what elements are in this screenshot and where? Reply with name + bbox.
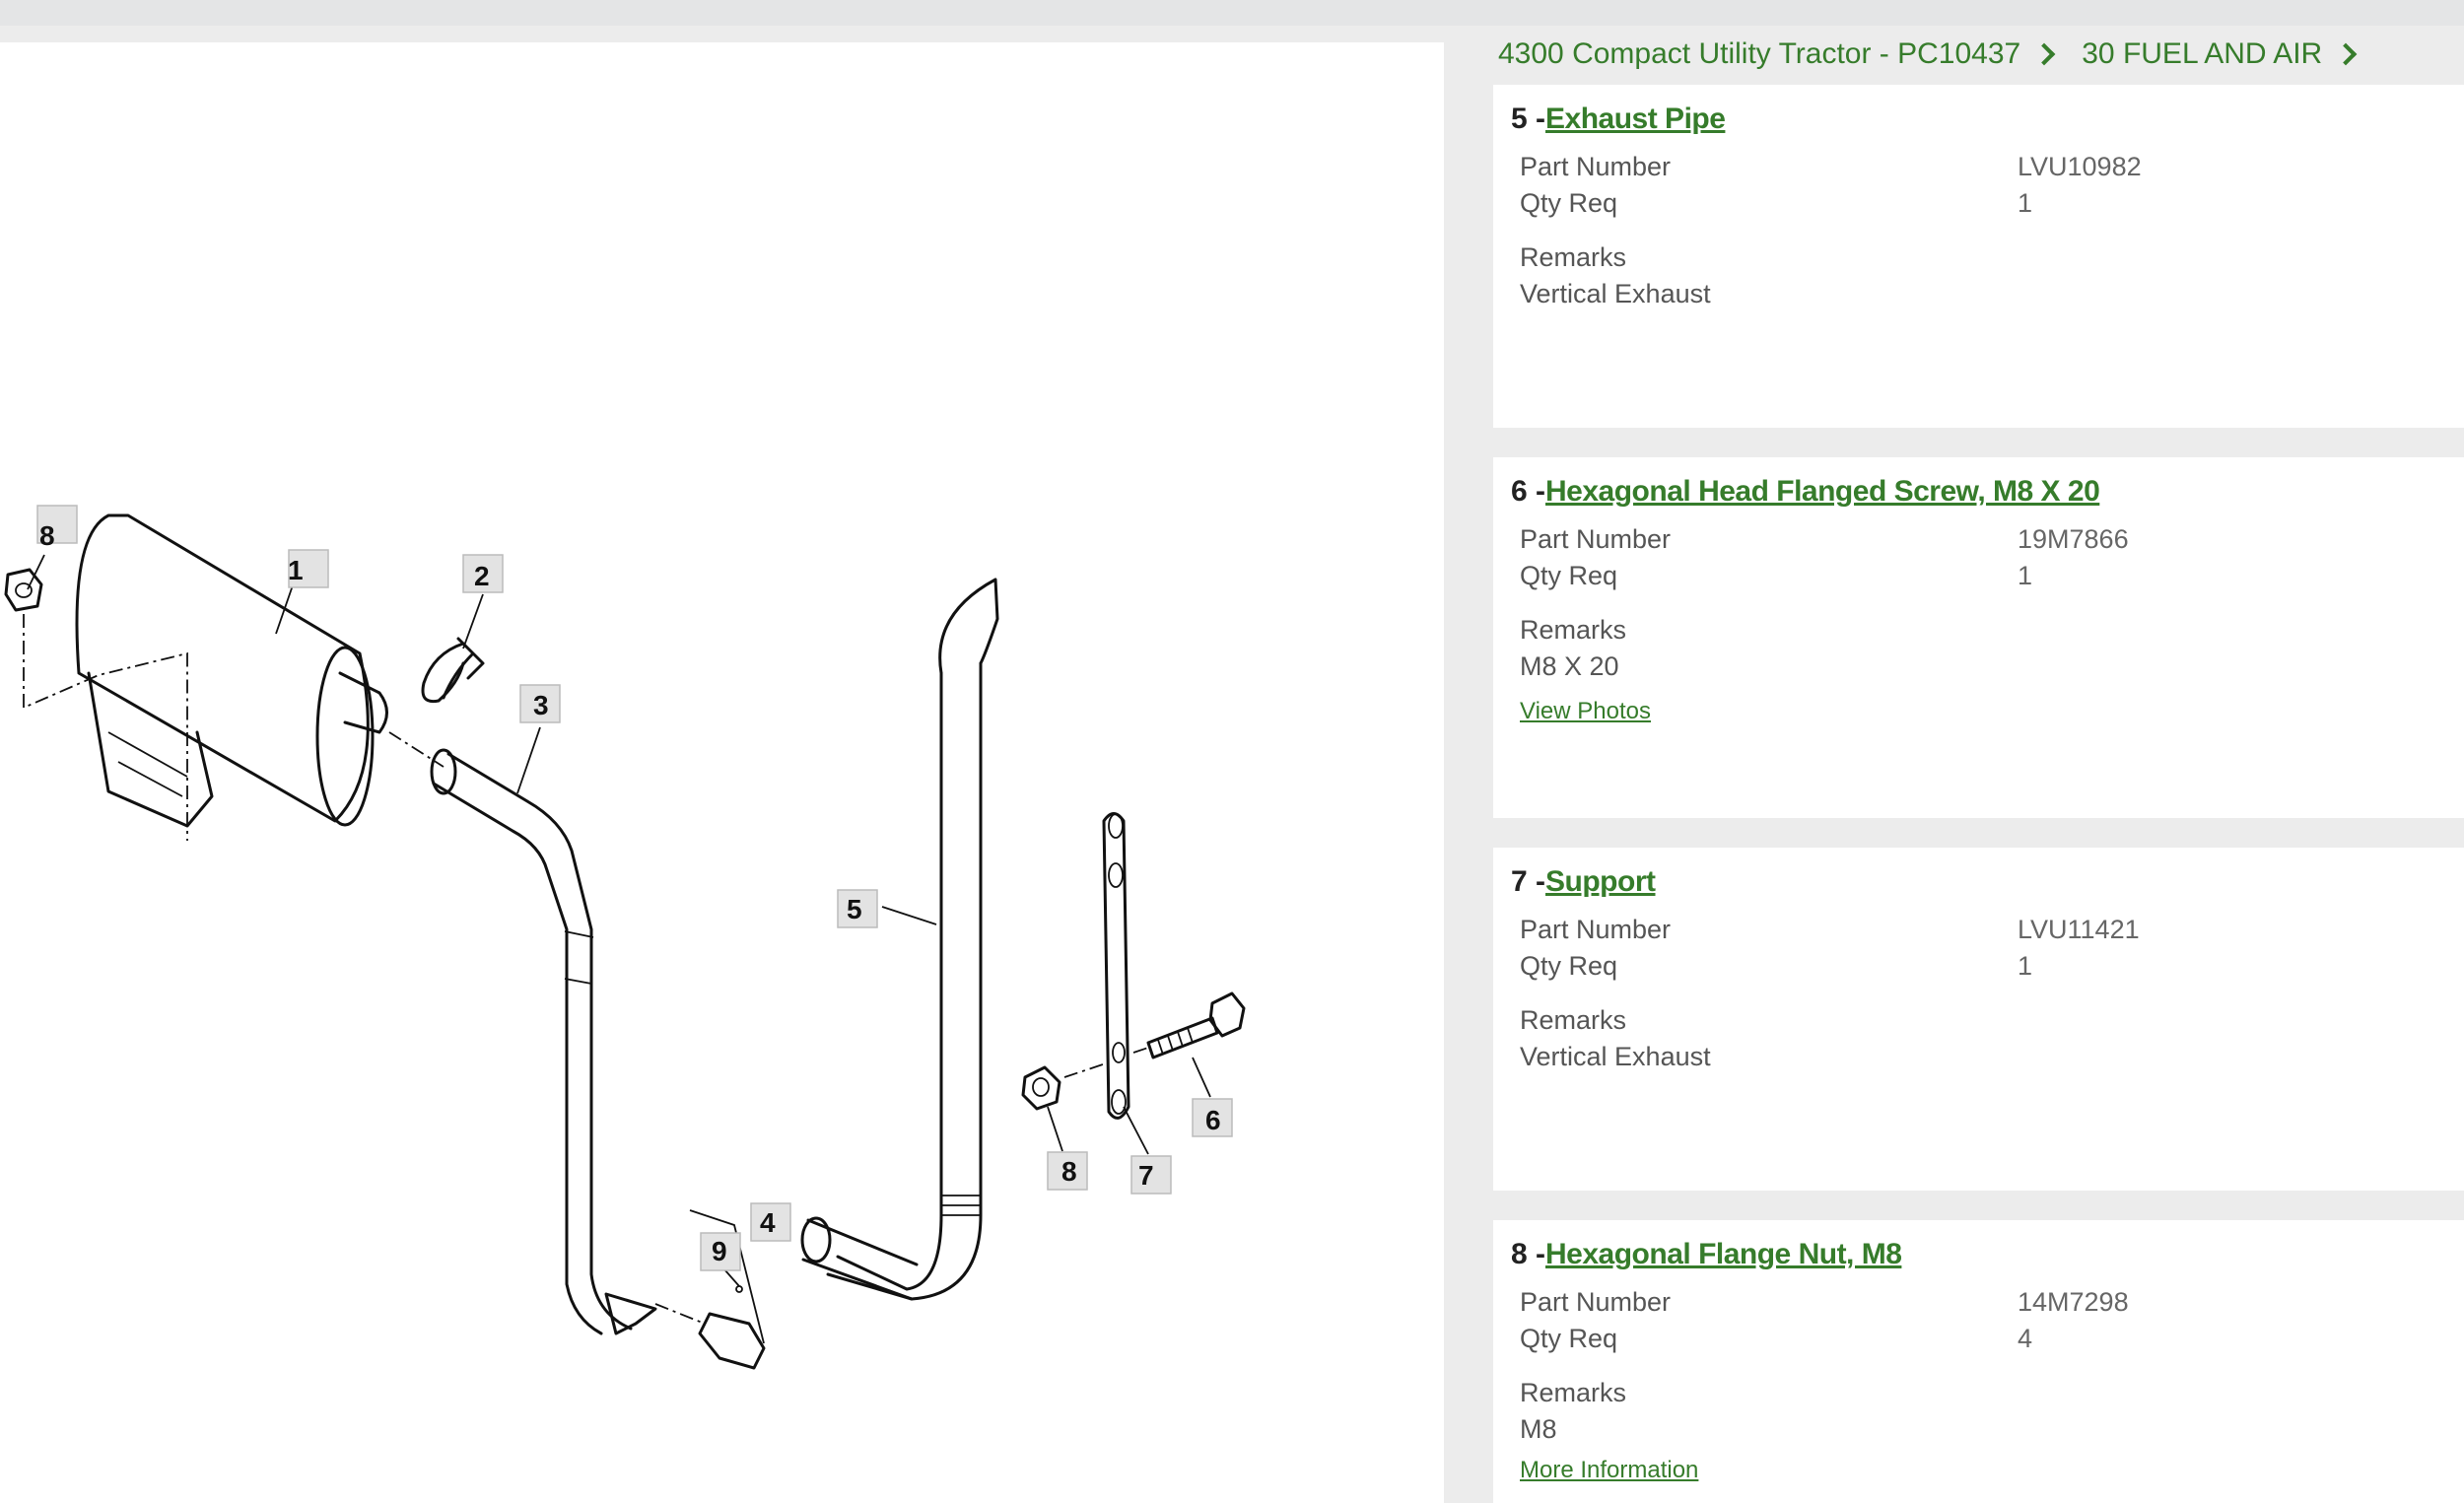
leader-lines (27, 554, 1211, 1287)
svg-text:1: 1 (288, 555, 304, 585)
remarks-value: M8 (1520, 1414, 1557, 1444)
part-number-value: LVU10982 (2018, 152, 2142, 181)
svg-text:8: 8 (39, 520, 55, 551)
part-number-value: 19M7866 (2018, 524, 2129, 554)
callout-3[interactable]: 3 (519, 684, 561, 723)
pipe-3-drawing (388, 731, 657, 1335)
view-photos-link[interactable]: View Photos (1520, 698, 1651, 724)
svg-text:3: 3 (533, 690, 549, 720)
part-title: 7 -Support (1511, 865, 1656, 899)
remarks-label: Remarks (1520, 615, 1627, 645)
top-bar (0, 0, 2464, 26)
part-name-link[interactable]: Exhaust Pipe (1545, 102, 1726, 135)
part-card-8: 8 -Hexagonal Flange Nut, M8 Part Number … (1493, 1220, 2464, 1503)
screw-drawing (1132, 991, 1246, 1059)
callout-2[interactable]: 2 (462, 554, 504, 593)
svg-text:4: 4 (760, 1207, 776, 1238)
remarks-label: Remarks (1520, 1005, 1627, 1035)
part-card-5: 5 -Exhaust Pipe Part Number LVU10982 Qty… (1493, 85, 2464, 428)
part-title: 5 -Exhaust Pipe (1511, 102, 1726, 136)
qty-label: Qty Req (1520, 951, 1618, 981)
nut-drawing-right (1021, 1065, 1061, 1111)
remarks-label: Remarks (1520, 1378, 1627, 1407)
part-card-6: 6 -Hexagonal Head Flanged Screw, M8 X 20… (1493, 457, 2464, 818)
qty-label: Qty Req (1520, 561, 1618, 590)
callout-8-left[interactable]: 8 (36, 505, 78, 551)
exhaust-diagram-svg: 8 1 2 3 5 4 9 8 (4, 505, 1246, 1370)
svg-text:6: 6 (1205, 1105, 1221, 1135)
qty-value: 1 (2018, 951, 2033, 981)
part-name-link[interactable]: Support (1545, 865, 1656, 898)
clamp-drawing (421, 637, 485, 704)
svg-text:9: 9 (712, 1236, 727, 1266)
breadcrumb-item-section[interactable]: 30 FUEL AND AIR (2082, 37, 2323, 70)
part-number-label: Part Number (1520, 1287, 1672, 1317)
qty-value: 4 (2018, 1324, 2033, 1353)
part-number-value: LVU11421 (2018, 915, 2140, 944)
callout-4[interactable]: 4 (750, 1202, 791, 1242)
part-number-value: 14M7298 (2018, 1287, 2129, 1317)
part-index: 7 - (1511, 865, 1546, 898)
qty-label: Qty Req (1520, 1324, 1618, 1353)
part-number-label: Part Number (1520, 915, 1672, 944)
muffler-drawing (75, 513, 388, 828)
remarks-value: Vertical Exhaust (1520, 1042, 1711, 1071)
qty-label: Qty Req (1520, 188, 1618, 218)
pipe-5-drawing (800, 578, 999, 1301)
part-title: 6 -Hexagonal Head Flanged Screw, M8 X 20 (1511, 475, 2100, 509)
qty-value: 1 (2018, 188, 2033, 218)
svg-text:2: 2 (474, 561, 490, 591)
part-index: 8 - (1511, 1238, 1546, 1270)
callout-7[interactable]: 7 (1130, 1155, 1172, 1195)
breadcrumb-item-model[interactable]: 4300 Compact Utility Tractor - PC10437 (1498, 37, 2021, 70)
part-index: 5 - (1511, 102, 1546, 135)
svg-text:8: 8 (1061, 1156, 1077, 1187)
svg-text:7: 7 (1138, 1160, 1154, 1191)
callout-5[interactable]: 5 (837, 889, 878, 928)
part-title: 8 -Hexagonal Flange Nut, M8 (1511, 1238, 1902, 1271)
part-card-7: 7 -Support Part Number LVU11421 Qty Req … (1493, 848, 2464, 1191)
more-information-link[interactable]: More Information (1520, 1457, 1699, 1483)
callout-6[interactable]: 6 (1192, 1098, 1233, 1137)
part-number-label: Part Number (1520, 524, 1672, 554)
chevron-right-icon (2032, 42, 2056, 66)
svg-text:5: 5 (847, 894, 862, 924)
part-name-link[interactable]: Hexagonal Flange Nut, M8 (1545, 1238, 1902, 1270)
callout-8-right[interactable]: 8 (1047, 1151, 1088, 1191)
nut-drawing-left (4, 568, 188, 841)
part-number-label: Part Number (1520, 152, 1672, 181)
remarks-label: Remarks (1520, 242, 1627, 272)
remarks-value: Vertical Exhaust (1520, 279, 1711, 308)
parts-diagram: 8 1 2 3 5 4 9 8 (0, 42, 1444, 1503)
chevron-right-icon (2334, 42, 2358, 66)
qty-value: 1 (2018, 561, 2033, 590)
callout-1[interactable]: 1 (288, 549, 329, 588)
breadcrumb: 4300 Compact Utility Tractor - PC10437 3… (1498, 32, 2383, 77)
remarks-value: M8 X 20 (1520, 651, 1619, 681)
support-drawing (1063, 812, 1130, 1120)
callout-9[interactable]: 9 (700, 1232, 741, 1271)
part-index: 6 - (1511, 475, 1546, 508)
part-name-link[interactable]: Hexagonal Head Flanged Screw, M8 X 20 (1545, 475, 2100, 508)
clamp-4-drawing (654, 1209, 766, 1370)
